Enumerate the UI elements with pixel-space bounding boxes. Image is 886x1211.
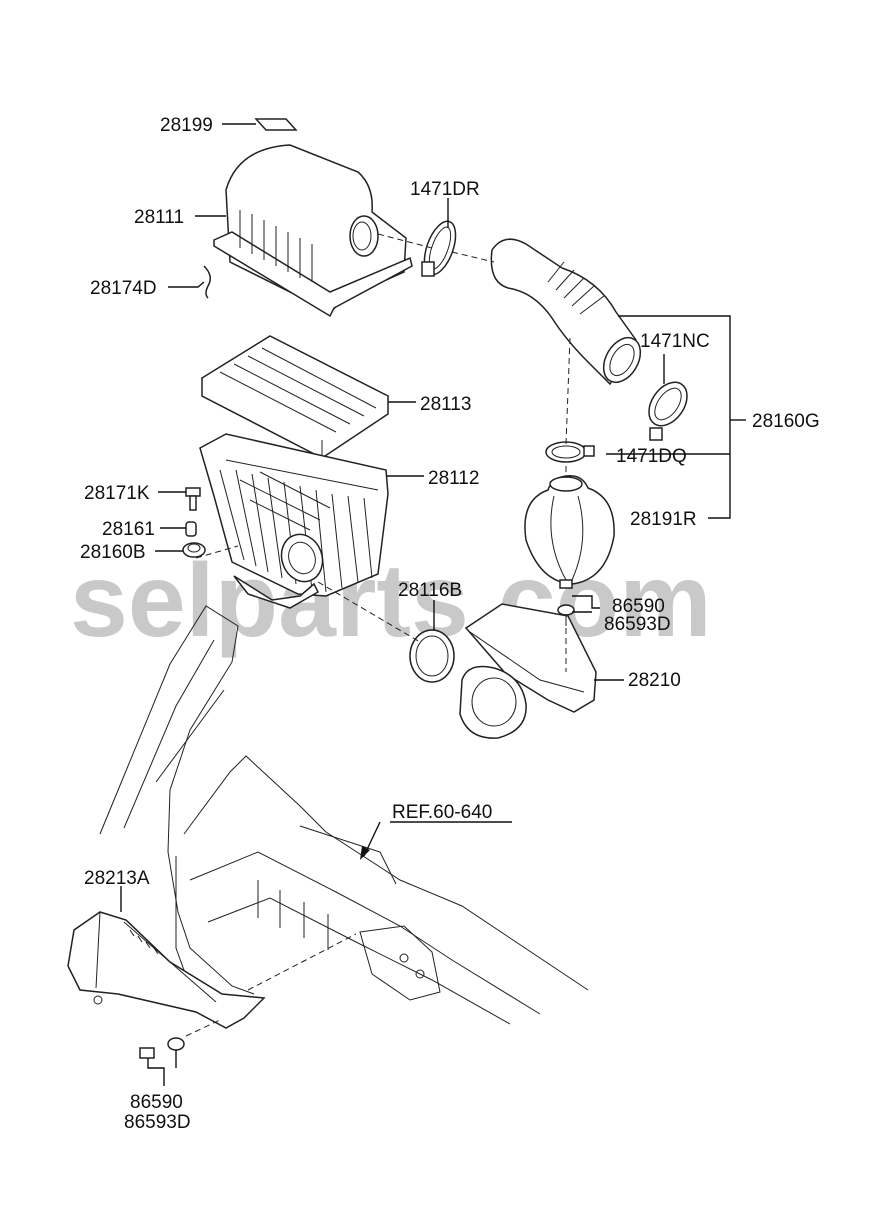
- label-28199: 28199: [160, 115, 213, 136]
- label-86590-bottom: 86590: [130, 1092, 183, 1113]
- label-1471NC: 1471NC: [640, 331, 710, 352]
- label-ref: REF.60-640: [392, 802, 492, 823]
- clamp-1471dr-drawing: [421, 220, 457, 277]
- intake-duct-drawing: [459, 603, 597, 739]
- screw-top-drawing: [557, 579, 575, 626]
- grommet-drawing: [182, 542, 206, 558]
- label-28160G: 28160G: [752, 411, 820, 432]
- clip-drawing: [203, 265, 211, 299]
- label-28112: 28112: [428, 468, 479, 489]
- leader-lines: [120, 123, 746, 1086]
- label-28210: 28210: [628, 670, 681, 691]
- label-28171K: 28171K: [84, 483, 150, 504]
- seal-ring-drawing: [409, 629, 455, 683]
- air-cleaner-body-drawing: [199, 433, 389, 609]
- clamp-1471dq-drawing: [545, 441, 595, 463]
- filter-element-drawing: [200, 335, 390, 459]
- label-1471DR: 1471DR: [410, 179, 480, 200]
- assembly-lines: [185, 233, 571, 1037]
- label-28161: 28161: [102, 519, 155, 540]
- collar-drawing: [185, 521, 197, 537]
- air-guide-drawing: [67, 911, 266, 1029]
- air-cleaner-cover-drawing: [213, 144, 413, 318]
- label-sticker-drawing: [254, 118, 298, 131]
- label-28160B: 28160B: [80, 542, 146, 563]
- label-28113: 28113: [420, 394, 471, 415]
- ref-arrow-head: [360, 846, 370, 860]
- resonator-drawing: [524, 475, 615, 585]
- label-1471DQ: 1471DQ: [616, 446, 687, 467]
- label-28213A: 28213A: [84, 868, 150, 889]
- label-28174D: 28174D: [90, 278, 157, 299]
- label-86593D-bottom: 86593D: [124, 1112, 191, 1133]
- label-28111: 28111: [134, 207, 184, 228]
- radiator-support-frame-drawing: [99, 605, 589, 1025]
- bolt-drawing: [185, 487, 201, 511]
- label-28116B: 28116B: [398, 580, 462, 601]
- clamp-1471nc-drawing: [648, 381, 688, 441]
- label-86590-top: 86590: [612, 596, 665, 617]
- label-86593D-top: 86593D: [604, 614, 671, 635]
- label-28191R: 28191R: [630, 509, 697, 530]
- intake-hose-drawing: [490, 238, 642, 386]
- screw-bottom-drawing: [139, 1037, 185, 1059]
